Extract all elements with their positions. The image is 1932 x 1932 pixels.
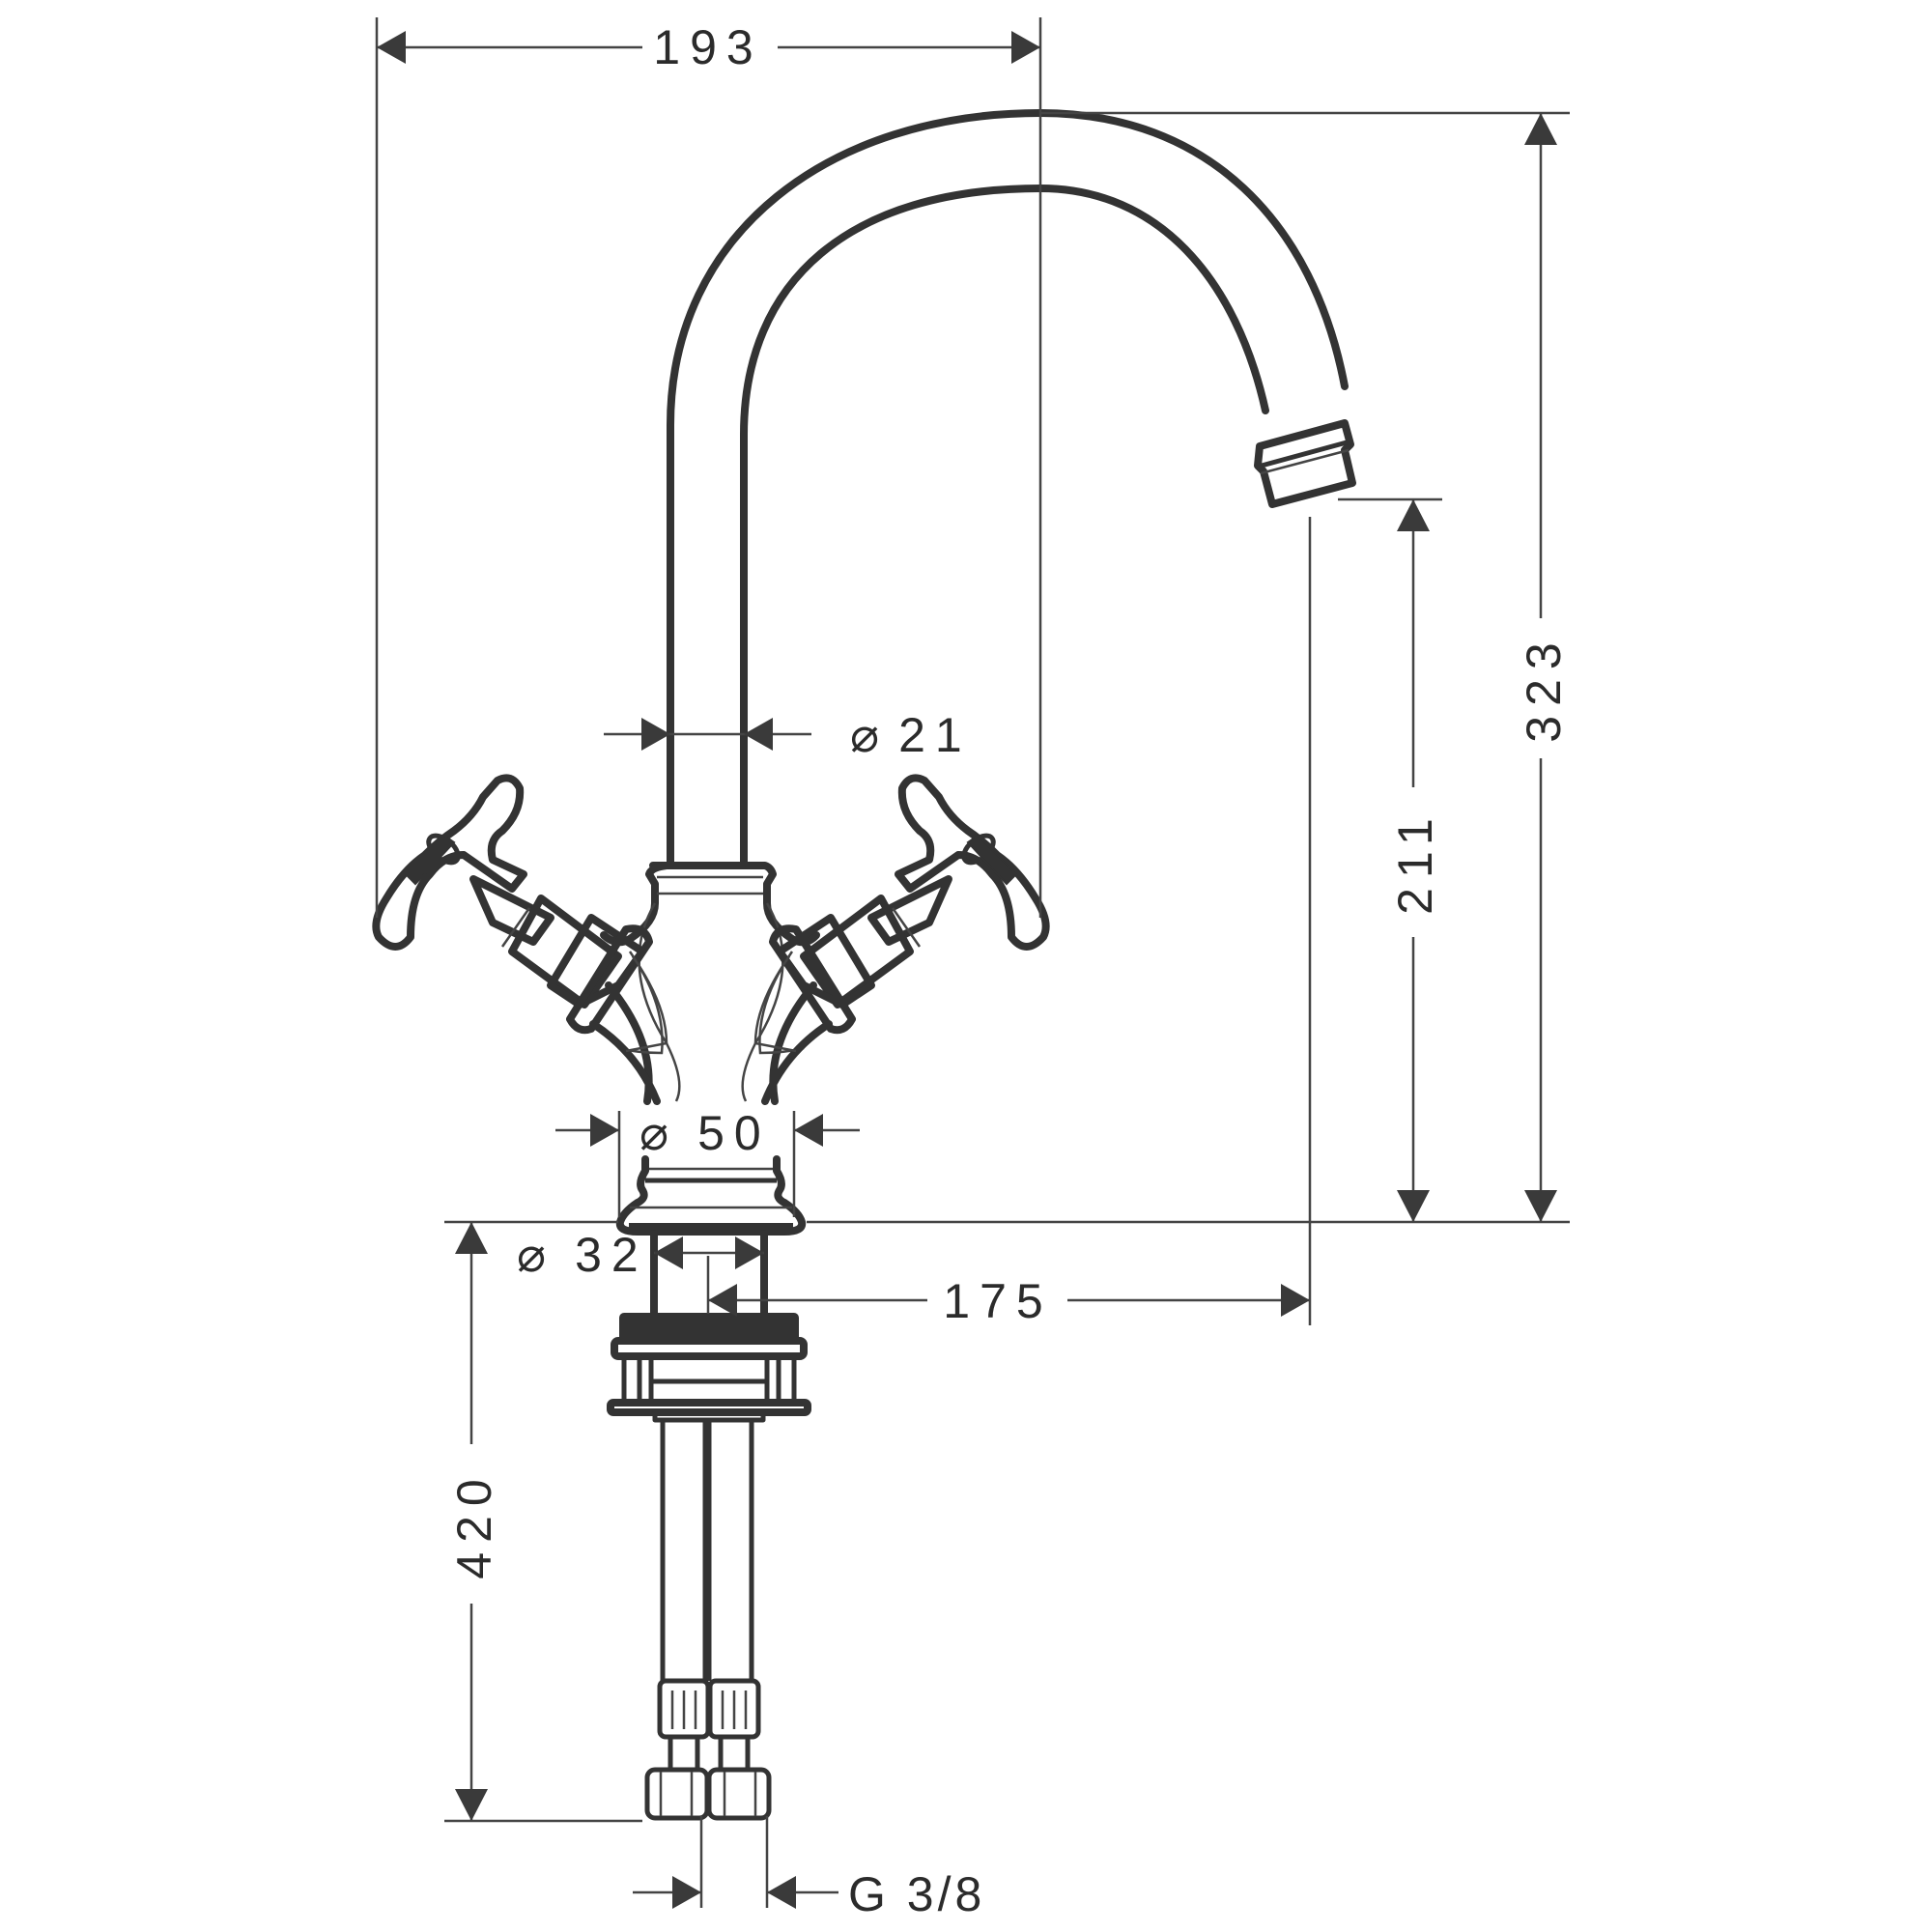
dimension-hose-length bbox=[444, 1220, 642, 1823]
spout bbox=[667, 109, 1356, 868]
aerator bbox=[1254, 419, 1356, 508]
dim-label-420: 420 bbox=[447, 1469, 501, 1578]
dim-label-dia-21: ⌀21 bbox=[850, 708, 972, 762]
dim-label-175: 175 bbox=[943, 1274, 1052, 1328]
dim-label-dia-32: ⌀32 bbox=[517, 1228, 648, 1282]
dimension-spout-reach bbox=[706, 517, 1312, 1325]
left-cross-handle bbox=[372, 774, 668, 1105]
mounting-shank bbox=[607, 1230, 811, 1423]
supply-hoses bbox=[644, 1420, 772, 1821]
dimension-overall-height bbox=[807, 111, 1570, 1224]
dimension-base-diameter bbox=[555, 1111, 860, 1217]
right-cross-handle bbox=[753, 774, 1050, 1105]
base-escutcheon bbox=[615, 1155, 807, 1236]
dimension-shank-diameter bbox=[654, 1236, 764, 1269]
dim-label-g38: G 3/8 bbox=[848, 1867, 985, 1921]
dim-label-323: 323 bbox=[1517, 633, 1571, 742]
dim-label-dia-50: ⌀50 bbox=[639, 1106, 771, 1160]
dimension-overall-width bbox=[375, 17, 1042, 918]
dimension-thread bbox=[633, 1816, 838, 1909]
dim-label-211: 211 bbox=[1388, 809, 1442, 915]
dimension-spout-height bbox=[1338, 497, 1442, 1222]
dim-label-193: 193 bbox=[653, 20, 762, 74]
dimension-spout-diameter bbox=[604, 718, 811, 751]
